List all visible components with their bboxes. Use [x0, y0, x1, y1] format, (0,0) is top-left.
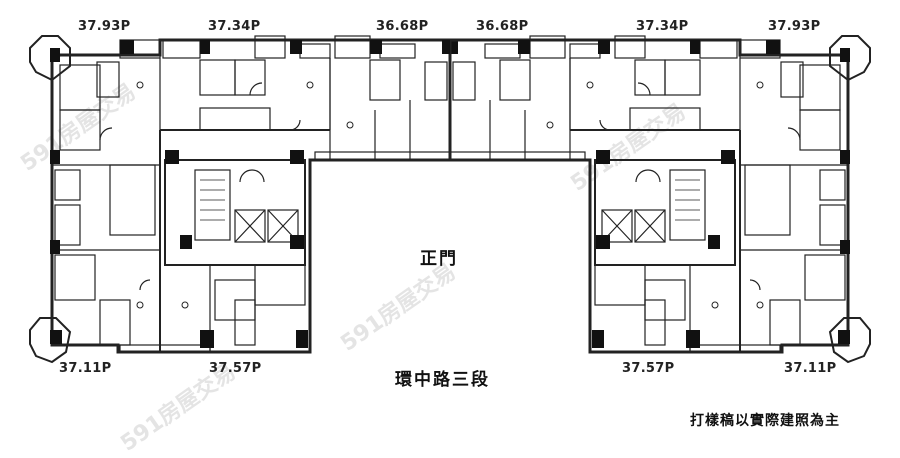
unit-area-label: 37.57P — [622, 361, 675, 376]
unit-area-label: 37.34P — [636, 19, 689, 34]
disclaimer: 打樣稿以實際建照為主 — [690, 413, 840, 429]
unit-area-label: 37.57P — [209, 361, 262, 376]
street-label: 環中路三段 — [395, 370, 490, 390]
unit-area-label: 37.34P — [208, 19, 261, 34]
unit-area-label: 36.68P — [476, 19, 529, 34]
right-wing — [440, 34, 872, 364]
unit-area-label: 37.11P — [59, 361, 112, 376]
left-wing — [28, 34, 460, 364]
unit-area-label: 37.11P — [784, 361, 837, 376]
unit-area-label: 37.93P — [768, 19, 821, 34]
unit-area-label: 36.68P — [376, 19, 429, 34]
unit-area-label: 37.93P — [78, 19, 131, 34]
main-entrance-label: 正門 — [420, 249, 458, 269]
